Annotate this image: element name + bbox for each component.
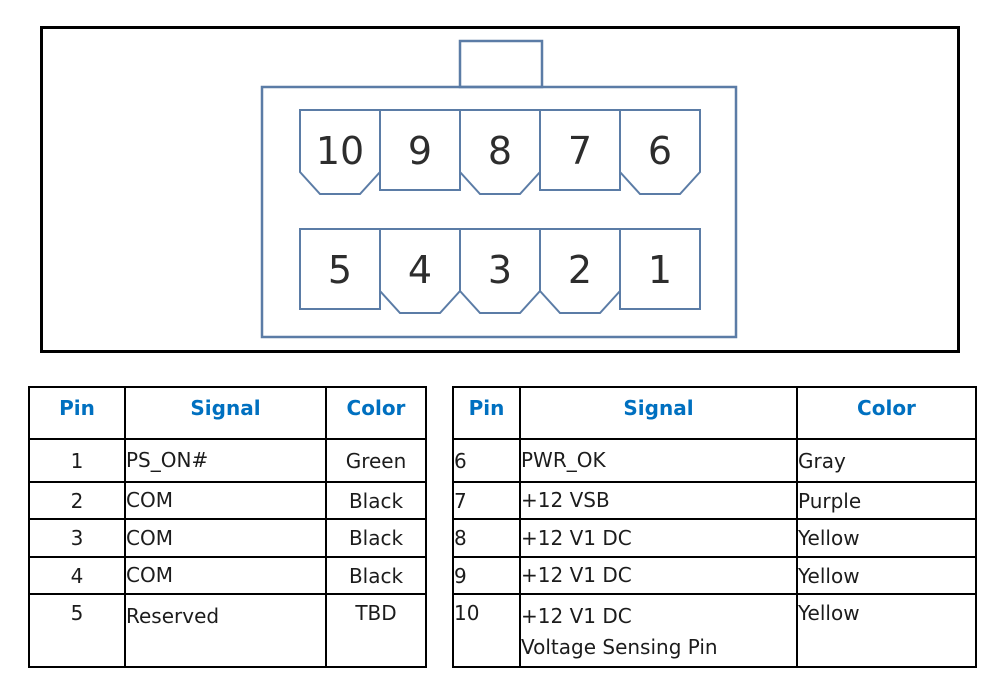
pin-number: 3 (488, 248, 512, 292)
cell-signal: COM (124, 481, 327, 520)
column-header-signal: Signal (519, 386, 798, 440)
pin-number: 7 (568, 129, 592, 173)
signal-text: +12 V1 DC (521, 563, 632, 587)
cell-pin: 4 (28, 556, 126, 595)
column-header-signal: Signal (124, 386, 327, 440)
signal-text: PWR_OK (521, 448, 606, 472)
pin-number: 4 (408, 248, 432, 292)
cell-color: Yellow (796, 518, 977, 558)
pin-cavity-7 (539, 109, 621, 191)
cell-color: Yellow (796, 556, 977, 595)
cell-signal: +12 V1 DC Voltage Sensing Pin (519, 593, 798, 668)
pin-number: 1 (648, 248, 672, 292)
signal-text: COM (126, 488, 173, 512)
cell-signal: PS_ON# (124, 438, 327, 483)
signal-text: COM (126, 525, 173, 550)
cell-signal: Reserved (124, 593, 327, 668)
cell-pin: 5 (28, 593, 126, 668)
pin-number: 9 (408, 129, 432, 173)
cell-color: Black (325, 481, 427, 520)
cell-pin: 8 (452, 518, 521, 558)
connector-tab (458, 39, 544, 89)
pin-number: 2 (568, 248, 592, 292)
cell-signal: PWR_OK (519, 438, 798, 483)
cell-color: Purple (796, 481, 977, 520)
cell-signal: COM (124, 556, 327, 595)
cell-signal: +12 V1 DC (519, 556, 798, 595)
connector-figure-frame: 10 9 8 7 6 5 4 3 2 1 (40, 26, 960, 353)
cell-signal: +12 V1 DC (519, 518, 798, 558)
cell-signal: COM (124, 518, 327, 558)
cell-color: Gray (796, 438, 977, 483)
connector-diagram: 10 9 8 7 6 5 4 3 2 1 (260, 39, 738, 339)
column-header-color: Color (325, 386, 427, 440)
signal-text: +12 V1 DC (521, 525, 632, 550)
column-header-pin: Pin (28, 386, 126, 440)
cell-color: Green (325, 438, 427, 483)
column-header-color: Color (796, 386, 977, 440)
cell-color: Black (325, 556, 427, 595)
cell-pin: 1 (28, 438, 126, 483)
table-row: 8+12 V1 DC Yellow (452, 518, 977, 558)
cell-pin: 7 (452, 481, 521, 520)
signal-text: +12 V1 DC (521, 604, 632, 628)
pin-cavity-1 (619, 228, 701, 310)
pin-number: 8 (488, 129, 512, 173)
pin-cavity-6 (619, 109, 701, 195)
cell-pin: 6 (452, 438, 521, 483)
pin-number: 6 (648, 129, 672, 173)
pin-cavity-9 (379, 109, 461, 191)
cell-color: TBD (325, 593, 427, 668)
table-row: 10+12 V1 DC Voltage Sensing Pin Yellow (452, 593, 977, 668)
cell-pin: 10 (452, 593, 521, 668)
cell-pin: 3 (28, 518, 126, 558)
signal-text: COM (126, 563, 173, 587)
cell-color: Black (325, 518, 427, 558)
cell-pin: 2 (28, 481, 126, 520)
signal-text: Reserved (126, 604, 220, 628)
signal-text-line2: Voltage Sensing Pin (521, 635, 718, 659)
cell-signal: +12 VSB (519, 481, 798, 520)
pin-number: 10 (316, 129, 364, 173)
signal-text: PS_ON# (126, 448, 209, 472)
signal-text: +12 VSB (521, 488, 610, 512)
cell-color: Yellow (796, 593, 977, 668)
table-gap (427, 386, 452, 666)
cell-pin: 9 (452, 556, 521, 595)
column-header-pin: Pin (452, 386, 521, 440)
table-row: 7+12 VSB Purple (452, 481, 977, 520)
table-row: 9+12 V1 DC Yellow (452, 556, 977, 595)
pin-number: 5 (328, 248, 352, 292)
